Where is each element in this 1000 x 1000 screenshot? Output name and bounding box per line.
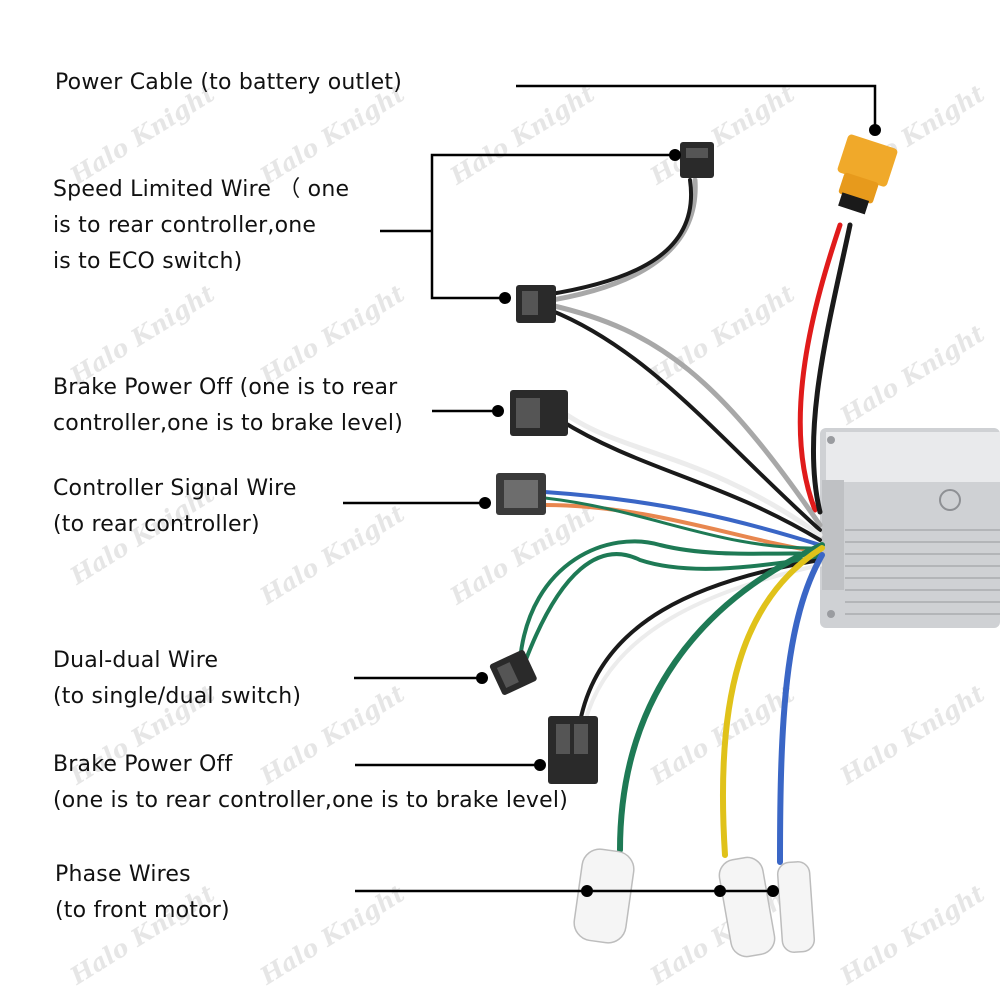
label-line: (one is to rear controller,one is to bra…: [53, 788, 568, 813]
label-phase-wires: Phase Wires (to front motor): [55, 857, 230, 929]
black-brake-wire: [558, 418, 822, 542]
label-brake-power-off-2: Brake Power Off (one is to rear controll…: [53, 747, 568, 819]
label-line: controller,one is to brake level): [53, 411, 403, 436]
white-brake-wire-2: [583, 563, 822, 724]
label-line: Power Cable (to battery outlet): [55, 70, 402, 95]
label-line: is to rear controller,one: [53, 213, 317, 238]
label-power-cable: Power Cable (to battery outlet): [55, 65, 402, 101]
heatsink-fins: [845, 529, 1000, 615]
phase-terminals: [573, 848, 816, 958]
speed-connector-bottom: [516, 285, 556, 323]
xt60-connector: [837, 134, 898, 215]
speed-connector-top: [680, 142, 714, 178]
controller-unit: [820, 428, 1000, 628]
label-line: Brake Power Off: [53, 752, 233, 777]
leader-lines: [343, 84, 877, 893]
label-line: Brake Power Off (one is to rear: [53, 375, 398, 400]
green-phase-wire: [617, 542, 825, 853]
signal-connector: [496, 473, 546, 515]
label-line: (to front motor): [55, 898, 230, 923]
brake-connector-1: [510, 390, 568, 436]
leader-speed-limited: [380, 153, 675, 300]
green-dual-wire-a: [518, 539, 822, 662]
label-line: (to rear controller): [53, 512, 260, 537]
leader-power-cable: [516, 84, 877, 130]
dual-connector: [489, 650, 537, 695]
yellow-phase-wire: [719, 545, 825, 858]
label-line: is to ECO switch): [53, 249, 243, 274]
brake-connector-2: [548, 716, 598, 784]
label-line: Phase Wires: [55, 862, 191, 887]
grey-speed-wire-a: [537, 177, 698, 305]
label-brake-power-off-1: Brake Power Off (one is to rear controll…: [53, 370, 403, 442]
label-line: Speed Limited Wire （ one: [53, 177, 350, 202]
label-speed-limited-wire: Speed Limited Wire （ one is to rear cont…: [53, 172, 349, 280]
label-controller-signal-wire: Controller Signal Wire (to rear controll…: [53, 471, 297, 543]
red-power-wire: [797, 222, 843, 513]
white-brake-wire: [557, 407, 823, 538]
leader-dots: [476, 124, 881, 897]
connectors: [489, 134, 898, 958]
grey-speed-wire-b: [547, 302, 823, 528]
blue-signal-wire: [543, 490, 822, 547]
label-line: (to single/dual switch): [53, 684, 302, 709]
blue-phase-wire: [777, 552, 825, 865]
black-speed-wire-b: [548, 308, 822, 532]
label-line: Controller Signal Wire: [53, 476, 297, 501]
black-power-wire: [810, 222, 853, 515]
black-speed-wire-a: [543, 178, 694, 297]
label-line: Dual-dual Wire: [53, 648, 219, 673]
wire-bundle: [518, 177, 853, 865]
green-signal-wire: [543, 496, 822, 550]
green-dual-wire-b: [523, 552, 822, 664]
label-dual-dual-wire: Dual-dual Wire (to single/dual switch): [53, 643, 301, 715]
